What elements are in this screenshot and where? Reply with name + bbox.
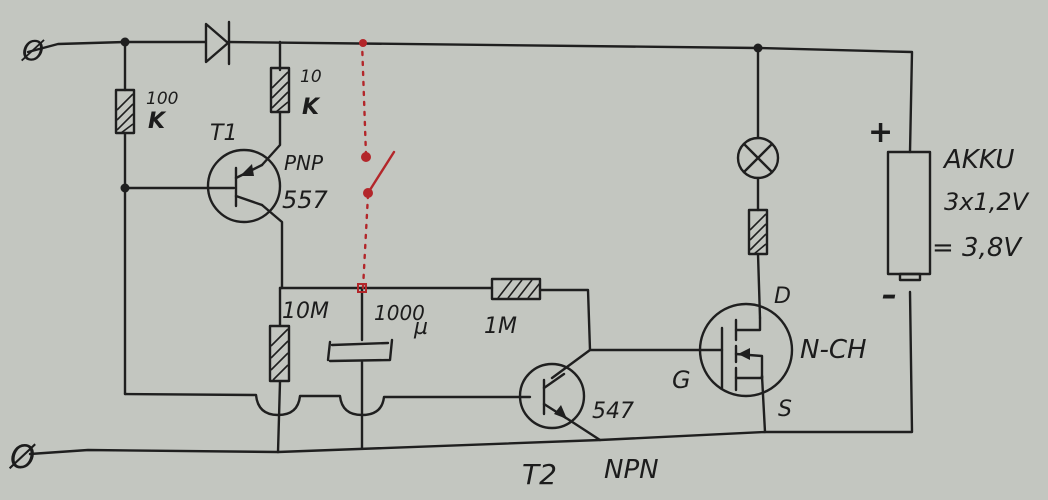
transistor-t2-arrow — [554, 405, 567, 419]
battery-contact — [898, 272, 922, 282]
junction-top-right — [753, 43, 763, 53]
transistor-t1-arrow — [240, 164, 254, 176]
switch-upper-contact — [361, 152, 371, 162]
wire-resistor-to-drain — [756, 252, 762, 320]
junction-top-left — [120, 37, 130, 47]
mosfet-drain-label: D — [774, 284, 791, 309]
transistor-t1: T1 PNP 557 — [206, 121, 329, 224]
resistor-10k-body — [269, 66, 291, 114]
battery: + – AKKU 3x1,2V = 3,8V — [868, 115, 1030, 313]
transistor-t2-name: T2 — [522, 458, 557, 491]
transistor-t1-body — [206, 148, 282, 224]
wire-10m-bottom — [276, 380, 282, 454]
battery-title: AKKU — [942, 145, 1014, 175]
resistor-lamp-hatch — [749, 213, 767, 255]
capacitor-plate-bottom — [326, 338, 394, 363]
capacitor-1000u: 1000 µ — [326, 301, 428, 363]
resistor-1m-body — [490, 277, 542, 301]
junction-base — [120, 183, 130, 193]
resistor-10k-hatch — [271, 71, 289, 113]
junctions — [120, 37, 763, 193]
terminal-bottom-symbol: Ø — [8, 438, 36, 476]
transistor-t1-type: PNP — [284, 151, 324, 175]
resistor-1m: 1M — [484, 277, 542, 339]
capacitor-value: 1000 — [374, 301, 425, 325]
mosfet-nch: D G S N-CH — [672, 284, 867, 422]
mosfet-drain-lead — [734, 316, 762, 332]
wire-t1-collector — [260, 203, 284, 290]
switch-top-contact — [359, 39, 367, 47]
transistor-t2-type: NPN — [604, 455, 659, 485]
switch-bottom-contact — [357, 283, 367, 293]
battery-body — [886, 150, 932, 276]
battery-minus: – — [882, 278, 897, 313]
mosfet-arrow — [738, 348, 750, 360]
lamp-body — [736, 136, 780, 180]
switch-lever — [366, 150, 396, 195]
terminal-top: Ø — [21, 34, 45, 67]
resistor-100k-body — [114, 88, 136, 135]
wire-top-left-lead — [26, 40, 127, 54]
wire-bottom-left-lead — [28, 448, 280, 456]
transistor-t2-part: 547 — [592, 399, 634, 424]
lamp-cross — [742, 142, 774, 174]
resistor-10m: 10M — [268, 299, 329, 383]
resistor-1m-hatch — [497, 279, 541, 299]
wires — [26, 40, 914, 456]
battery-plus: + — [868, 115, 893, 150]
switch-dotted-lead-top — [360, 40, 368, 157]
resistor-lamp-body — [747, 208, 769, 256]
resistor-10m-label: 10M — [282, 299, 329, 324]
mosfet-type-label: N-CH — [800, 335, 867, 365]
resistor-10k: 10 K — [269, 66, 322, 120]
switch-dotted-lead-bottom — [361, 193, 370, 290]
wire-bus-with-hops — [123, 392, 532, 417]
diode-triangle — [204, 22, 230, 64]
terminal-top-symbol: Ø — [21, 34, 45, 67]
resistor-10k-unit: K — [302, 95, 321, 120]
mosfet-source-label: S — [778, 397, 792, 422]
resistor-lamp — [747, 208, 769, 256]
wire-t2-collector — [550, 348, 724, 380]
switch-red — [357, 39, 396, 293]
wire-top-rail — [226, 40, 914, 154]
resistor-10m-hatch — [270, 328, 289, 381]
transistor-t2-collector — [542, 372, 566, 390]
transistor-t1-collector — [234, 194, 264, 207]
terminal-bottom: Ø — [8, 438, 36, 476]
mosfet-source-lead — [734, 374, 764, 380]
transistor-t2: 547 T2 NPN — [518, 362, 659, 491]
resistor-1m-label: 1M — [484, 314, 517, 339]
resistor-10k-value: 10 — [300, 67, 322, 87]
transistor-t1-part: 557 — [282, 186, 329, 214]
transistor-t1-name: T1 — [210, 121, 237, 146]
diode — [204, 20, 231, 66]
wire-1m-out — [538, 288, 592, 352]
battery-cells: 3x1,2V — [944, 188, 1030, 216]
mosfet-body — [698, 302, 794, 398]
capacitor-plate-top — [330, 341, 390, 347]
lamp — [736, 136, 780, 180]
resistor-100k-hatch — [116, 93, 134, 134]
battery-total: = 3,8V — [932, 233, 1023, 263]
resistor-100k-value: 100 — [146, 89, 178, 109]
resistor-100k-unit: K — [148, 109, 167, 134]
wire-source-to-rail — [760, 374, 767, 434]
resistor-100k: 100 K — [114, 88, 178, 135]
capacitor-unit: µ — [413, 315, 428, 340]
transistor-t2-body — [518, 362, 586, 430]
mosfet-gate-label: G — [672, 366, 691, 394]
resistor-10m-body — [268, 324, 291, 383]
